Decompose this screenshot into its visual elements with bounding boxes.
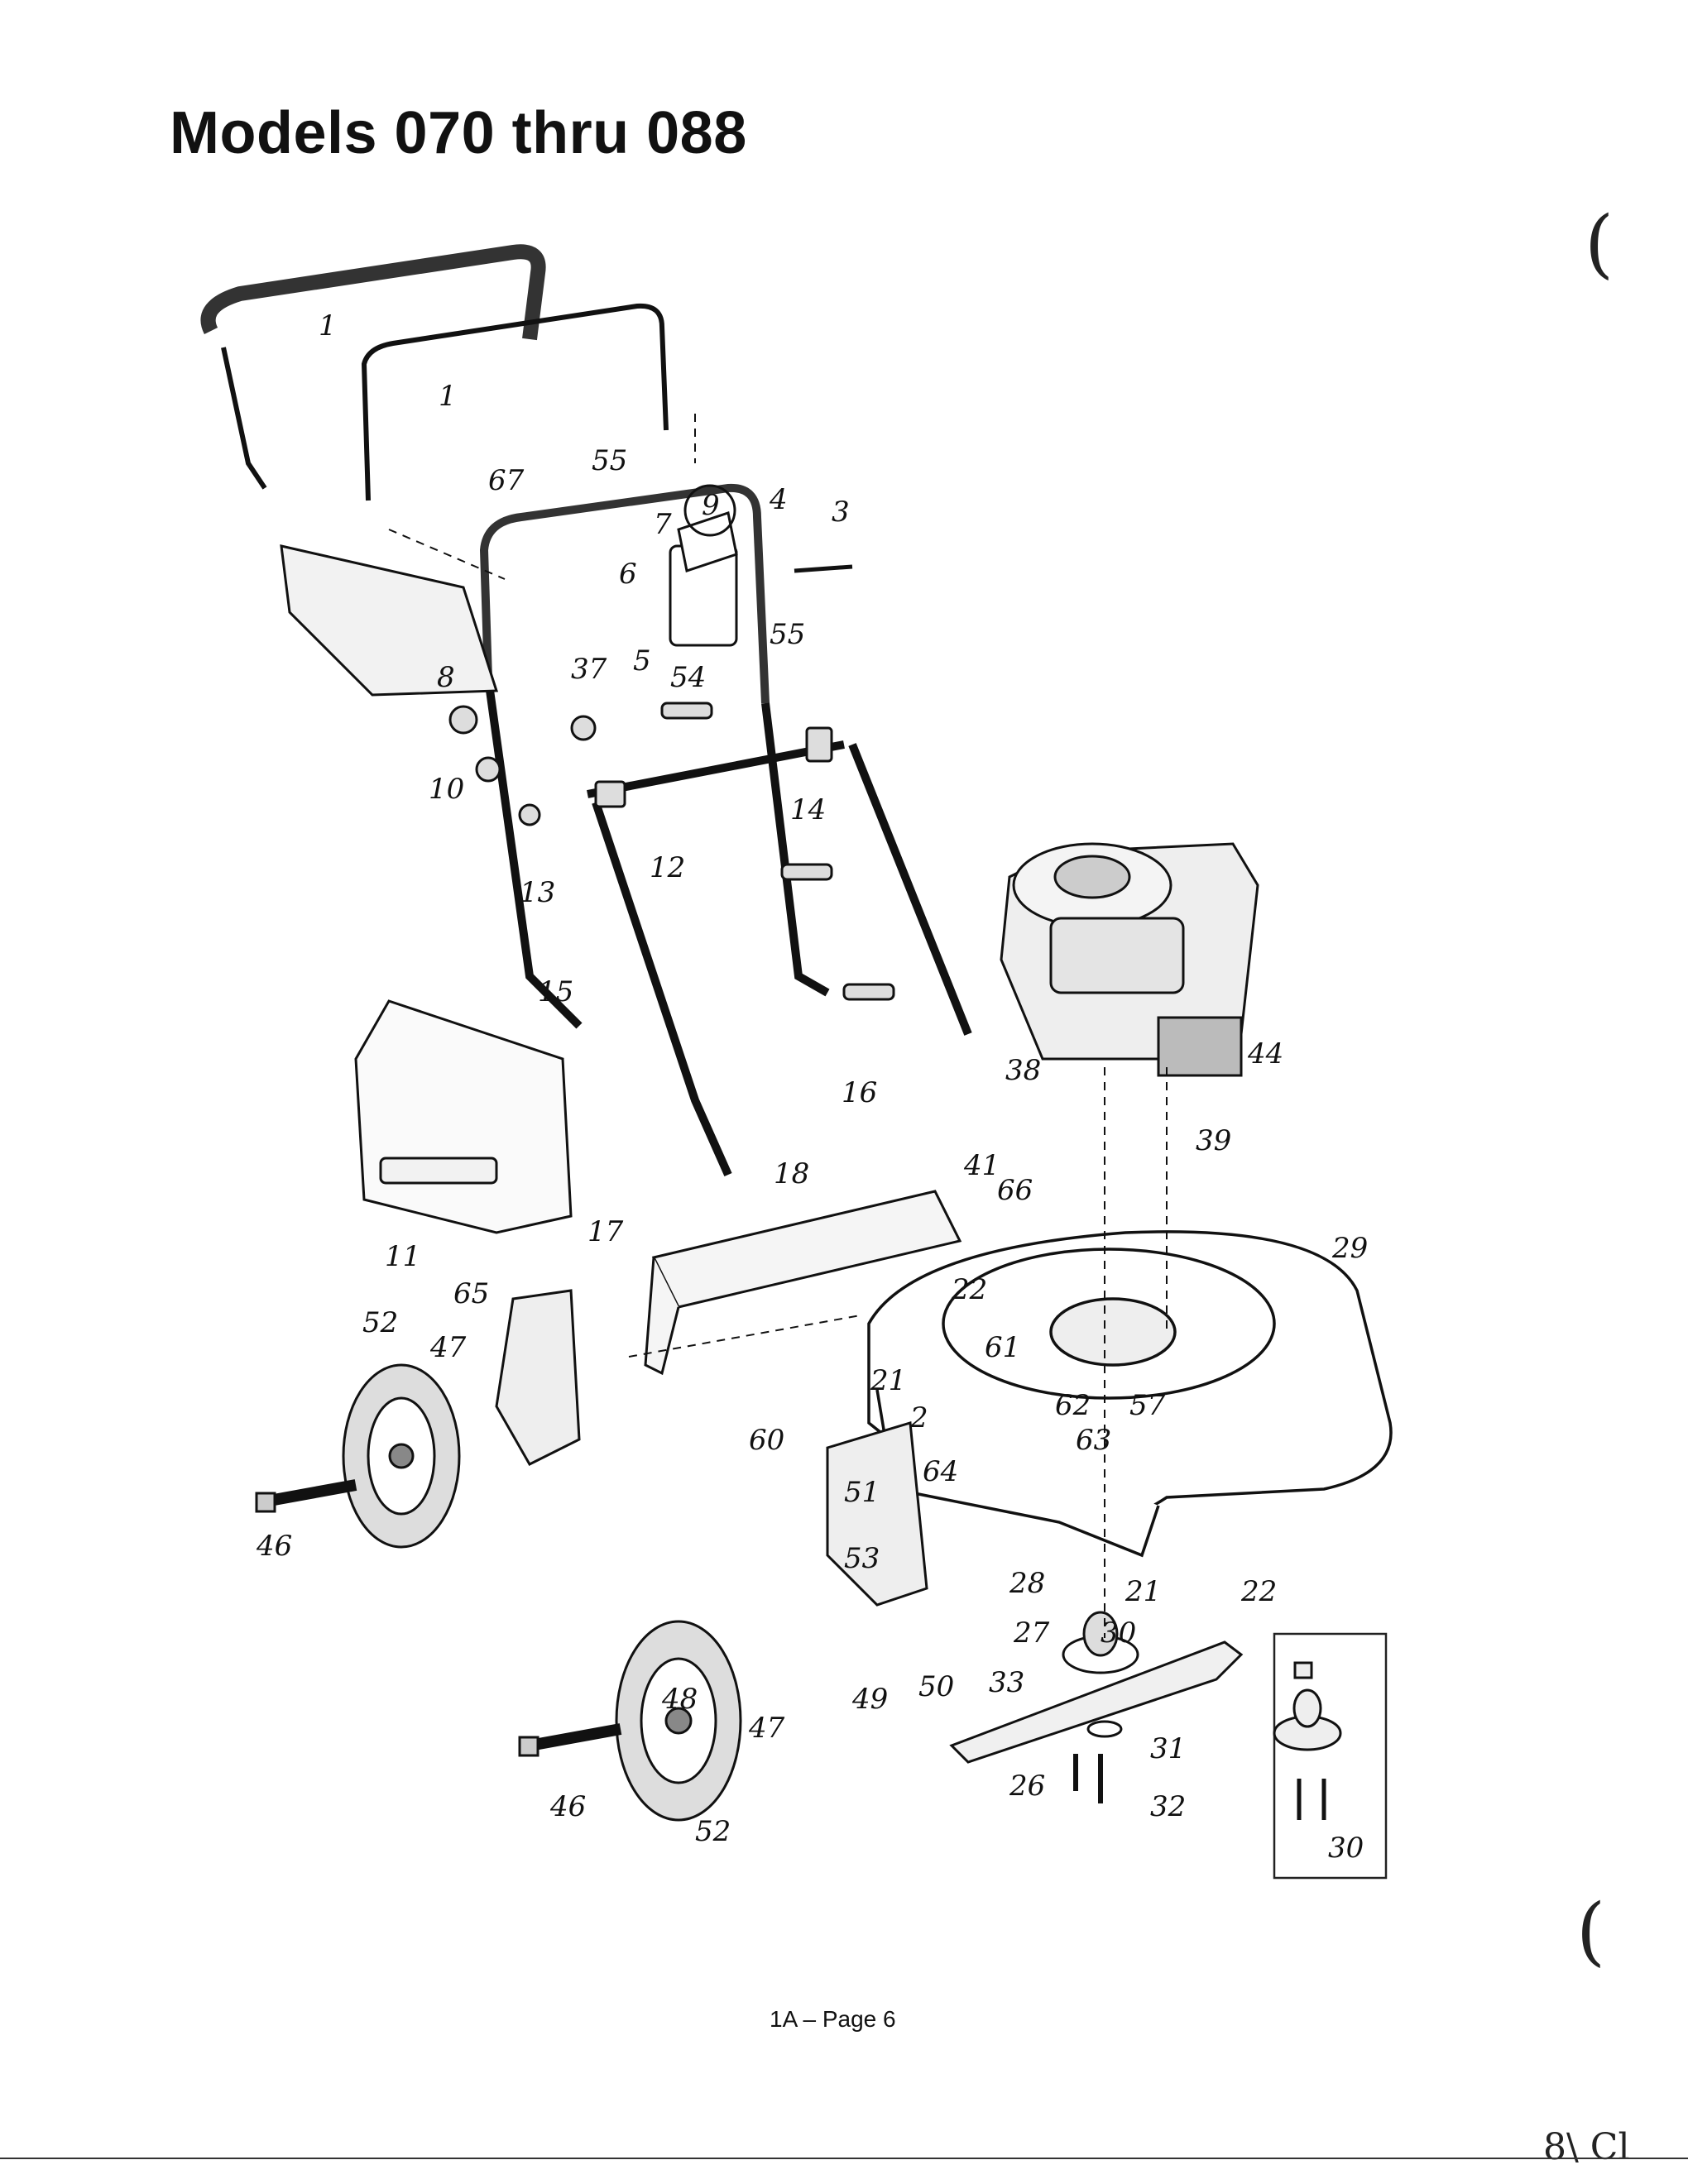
callout-63: 63 [1076, 1424, 1111, 1457]
callout-27: 27 [1013, 1616, 1050, 1650]
callout-53: 53 [844, 1542, 880, 1575]
corner-mark: 8\ Cl [1543, 2126, 1630, 2168]
callout-1b: 1 [439, 380, 457, 413]
margin-bracket-bottom: ( [1576, 1888, 1605, 1975]
bottom-rule [0, 2158, 1688, 2159]
callout-57: 57 [1129, 1389, 1166, 1422]
callout-3: 3 [832, 496, 850, 529]
callout-65: 65 [453, 1277, 489, 1310]
height-adjuster-icon [495, 1289, 928, 1607]
page-title: Models 070 thru 088 [170, 100, 747, 166]
callout-46: 46 [256, 1530, 292, 1563]
callout-55b: 55 [770, 618, 805, 651]
callout-39: 39 [1196, 1124, 1231, 1157]
callout-11: 11 [385, 1240, 420, 1273]
callout-47: 47 [429, 1331, 467, 1364]
callout-38: 38 [1005, 1054, 1041, 1087]
inset-box [1273, 1632, 1388, 1880]
leader-lines [388, 414, 1168, 1638]
callout-61: 61 [985, 1331, 1020, 1364]
callout-12: 12 [650, 851, 685, 884]
callout-41: 41 [963, 1149, 1000, 1182]
callout-30: 30 [1101, 1616, 1136, 1650]
callout-13: 13 [520, 876, 555, 909]
callout-49: 49 [851, 1683, 888, 1716]
callout-31: 31 [1150, 1732, 1186, 1765]
callout-37: 37 [571, 653, 607, 686]
adapter-inset-icon [1273, 1661, 1342, 1820]
callout-1: 1 [319, 309, 337, 342]
callout-22: 22 [951, 1273, 987, 1306]
callout-21: 21 [870, 1364, 906, 1397]
callout-9: 9 [702, 489, 720, 522]
callout-6: 6 [619, 558, 637, 591]
rear-door-icon [644, 1190, 962, 1376]
wheel-icon [342, 1363, 742, 1822]
callout-4: 4 [769, 483, 788, 516]
callout-30b: 30 [1328, 1832, 1364, 1865]
upper-handle-icon [200, 244, 972, 1177]
callout-26: 26 [1009, 1770, 1045, 1803]
control-box-icon [669, 484, 738, 647]
callout-52: 52 [362, 1306, 398, 1339]
callout-48: 48 [661, 1683, 698, 1716]
callout-64: 64 [923, 1455, 958, 1488]
callout-10: 10 [429, 773, 464, 806]
blade-icon [949, 1611, 1244, 1803]
callout-55: 55 [592, 444, 627, 477]
callout-66: 66 [997, 1174, 1033, 1207]
callout-22b: 22 [1240, 1575, 1277, 1608]
callout-18: 18 [774, 1157, 809, 1190]
callout-17: 17 [587, 1215, 624, 1248]
callout-50: 50 [918, 1670, 954, 1703]
callout-8: 8 [437, 661, 455, 694]
callout-67: 67 [488, 464, 525, 497]
grass-catcher-icon [280, 544, 573, 1234]
callout-32: 32 [1150, 1790, 1186, 1823]
callout-2: 2 [909, 1401, 928, 1434]
callout-47b: 47 [748, 1712, 785, 1745]
engine-icon [1000, 842, 1259, 1077]
margin-bracket-top: ( [1585, 200, 1614, 287]
callout-15: 15 [538, 975, 573, 1008]
callout-14: 14 [790, 793, 826, 826]
callout-44: 44 [1247, 1037, 1283, 1070]
page-footer: 1A – Page 6 [770, 2006, 896, 2032]
wheel-bolt-icon [255, 1479, 622, 1757]
callout-28: 28 [1009, 1567, 1045, 1600]
callout-51: 51 [844, 1476, 880, 1509]
callout-52b: 52 [695, 1815, 731, 1848]
callout-7: 7 [654, 508, 672, 541]
callout-62: 62 [1055, 1389, 1091, 1422]
hardware-icon [448, 564, 895, 1001]
callout-60: 60 [749, 1424, 784, 1457]
callout-16: 16 [842, 1076, 877, 1109]
callout-29: 29 [1331, 1232, 1368, 1265]
callout-33: 33 [989, 1666, 1024, 1699]
mower-deck-icon [867, 1230, 1393, 1558]
callout-46b: 46 [549, 1790, 586, 1823]
callout-labels: 1 1 67 55 4 3 7 9 6 5 54 55 8 37 10 12 1… [256, 309, 1368, 1865]
callout-54: 54 [670, 661, 706, 694]
callout-21b: 21 [1125, 1575, 1161, 1608]
callout-5: 5 [633, 644, 651, 678]
